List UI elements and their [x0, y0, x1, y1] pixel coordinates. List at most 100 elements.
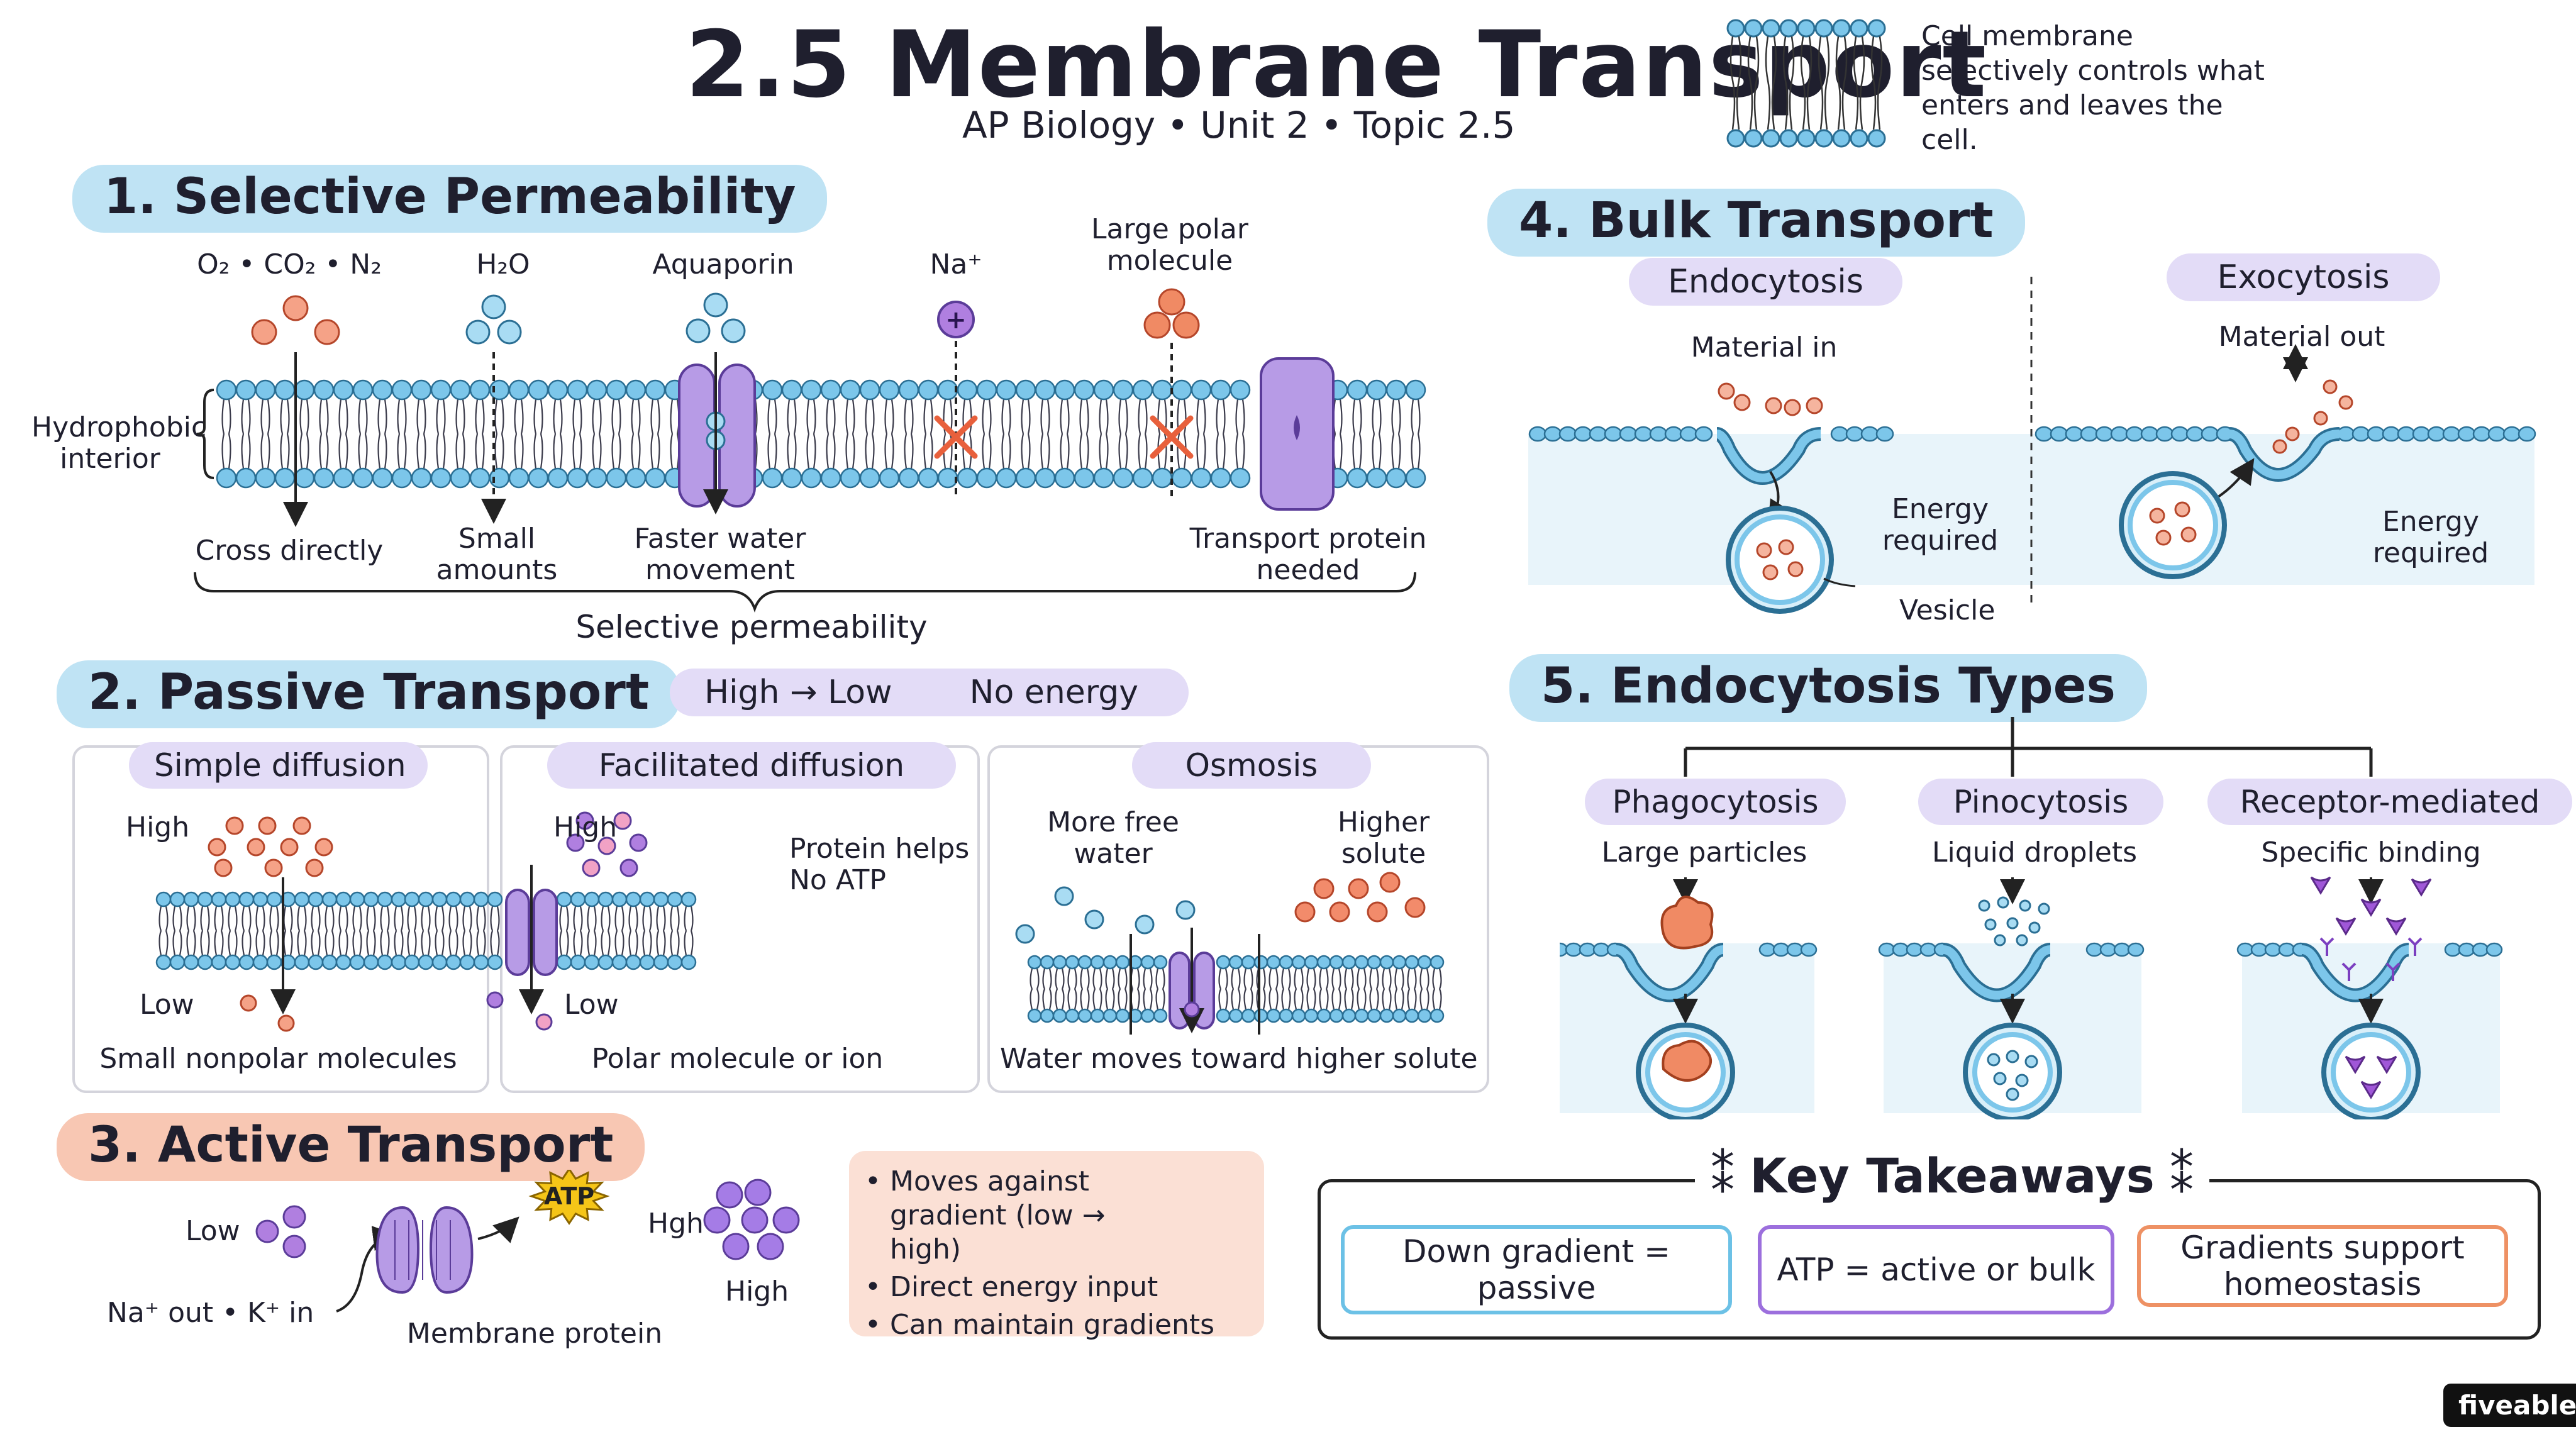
lipid-head: [2201, 426, 2219, 442]
bullet-3: Can maintain gradients: [890, 1309, 1215, 1341]
exocytosis-sub: Material out: [2218, 321, 2385, 353]
pump-right-half: [429, 1206, 474, 1294]
high-ion: [772, 1206, 800, 1234]
released-particle: [2338, 395, 2353, 410]
takeaway-passive: Down gradient = passive: [1341, 1225, 1732, 1314]
receptor-mediated-sub: Specific binding: [2261, 836, 2481, 869]
key-takeaways-heading: ⁑ Key Takeaways ⁑: [1695, 1148, 2210, 1204]
facil-low-label: Low: [564, 989, 619, 1021]
simple-caption: Small nonpolar molecules: [99, 1043, 457, 1075]
water-molecule: [1135, 914, 1155, 935]
lipid-head: [2444, 942, 2462, 957]
vesicle-inner: [2331, 1032, 2411, 1113]
lipid-head: [2140, 426, 2159, 442]
endo-invagination-inner: [1716, 430, 1821, 482]
mol-label-water: H₂O: [476, 248, 530, 280]
low-molecule: [277, 1014, 295, 1032]
endocytosis-sub: Material in: [1690, 331, 1838, 364]
lipid-head: [1919, 942, 1937, 957]
diffusing-molecule: [208, 838, 226, 857]
channel-icon: [1294, 415, 1300, 440]
gas-molecule: [251, 319, 277, 345]
simple-diffusion-title: Simple diffusion: [129, 742, 428, 789]
aquaporin-protein: [678, 364, 756, 508]
osmosis-title: Osmosis: [1132, 742, 1371, 789]
high-ion: [757, 1233, 784, 1260]
low-molecule: [240, 994, 257, 1012]
lipid-head: [2336, 426, 2355, 442]
lipid-tail: [1818, 36, 1830, 130]
low-ion: [282, 1235, 306, 1258]
pocket-inner: [1616, 945, 1724, 1000]
solute-molecule: [1404, 897, 1426, 918]
ligand-icon: [2335, 917, 2357, 936]
endocytosis-types-diagram: [1560, 717, 2503, 1119]
hydrophobic-label: Hydrophobic interior: [31, 411, 207, 475]
vesicle-label: Vesicle: [1899, 594, 1996, 626]
lipid-head: [1797, 129, 1816, 148]
droplet: [2038, 902, 2050, 915]
vesicle-cargo: [1778, 539, 1794, 555]
lipid-head: [2250, 942, 2268, 957]
high-ion: [722, 1233, 750, 1260]
lipid-head: [2487, 426, 2506, 442]
high-ion: [716, 1181, 743, 1209]
membrane-note: Cell membrane selectively controls what …: [1921, 20, 2265, 156]
section2-heading: 2. Passive Transport: [57, 660, 681, 728]
lipid-head: [1832, 19, 1851, 38]
lipid-head: [1619, 426, 1638, 442]
mol-label-gases: O₂ • CO₂ • N₂: [197, 248, 382, 280]
ligand-icon: [2310, 876, 2331, 895]
types-tree: [1684, 717, 2373, 777]
released-particle: [2272, 439, 2287, 454]
vesicle-cargo: [2155, 530, 2172, 546]
phagocytosis-sub: Large particles: [1601, 836, 1807, 869]
pinocytosis-title: Pinocytosis: [1918, 779, 2163, 825]
water-molecule: [686, 318, 711, 343]
gas-molecule: [282, 295, 309, 321]
lipid-head: [2085, 942, 2103, 957]
cargo-particle: [1718, 382, 1735, 400]
diffusing-molecule: [292, 816, 311, 835]
blocked-x-icon: [1150, 415, 1194, 459]
phagocytosis-title: Phagocytosis: [1585, 779, 1846, 825]
mol-label-large-polar: Large polar molecule: [1091, 213, 1248, 277]
cargo-particle: [1765, 397, 1782, 414]
vesicle-cargo: [1762, 564, 1779, 580]
panel-osmosis: [987, 745, 1489, 1093]
osmosis-left-note: More free water: [1047, 806, 1179, 870]
facil-caption: Polar molecule or ion: [591, 1043, 884, 1075]
endocytosis-title: Endocytosis: [1629, 258, 1902, 306]
lipid-head: [2113, 942, 2131, 957]
simple-bilayer: [155, 891, 407, 970]
active-low-label: Low: [186, 1215, 240, 1247]
engulfed-particle: [1662, 1040, 1712, 1082]
diffusing-molecule: [314, 838, 333, 857]
lipid-head: [1726, 19, 1745, 38]
lipid-head: [1758, 942, 1776, 957]
lipid-head: [2065, 426, 2084, 442]
lipid-head: [2264, 942, 2282, 957]
polar-ion: [629, 833, 648, 852]
gradient-pill: High → Low No energy: [670, 669, 1189, 716]
large-particle: [1660, 896, 1714, 950]
lipid-tail: [1765, 36, 1777, 130]
lipid-head: [2502, 426, 2521, 442]
water-molecule: [1015, 924, 1035, 944]
lipid-head: [1528, 426, 1547, 442]
label-transport-protein: Transport protein needed: [1189, 523, 1427, 586]
panel-simple-diffusion: [72, 745, 489, 1093]
takeaway-gradients: Gradients support homeostasis: [2137, 1225, 2508, 1307]
page-subtitle: AP Biology • Unit 2 • Topic 2.5: [962, 104, 1516, 147]
low-ion: [255, 1219, 279, 1243]
lipid-head: [1892, 942, 1909, 957]
brand-logo: fiveable: [2443, 1384, 2576, 1427]
lipid-head: [1867, 129, 1886, 148]
bullet-2: Direct energy input: [890, 1271, 1158, 1303]
lipid-head: [1772, 942, 1790, 957]
lipid-head: [1574, 426, 1592, 442]
high-ion: [703, 1206, 731, 1234]
lipid-head: [2170, 426, 2189, 442]
droplet: [2006, 917, 2019, 930]
active-hgh-label: Hgh: [648, 1208, 704, 1240]
